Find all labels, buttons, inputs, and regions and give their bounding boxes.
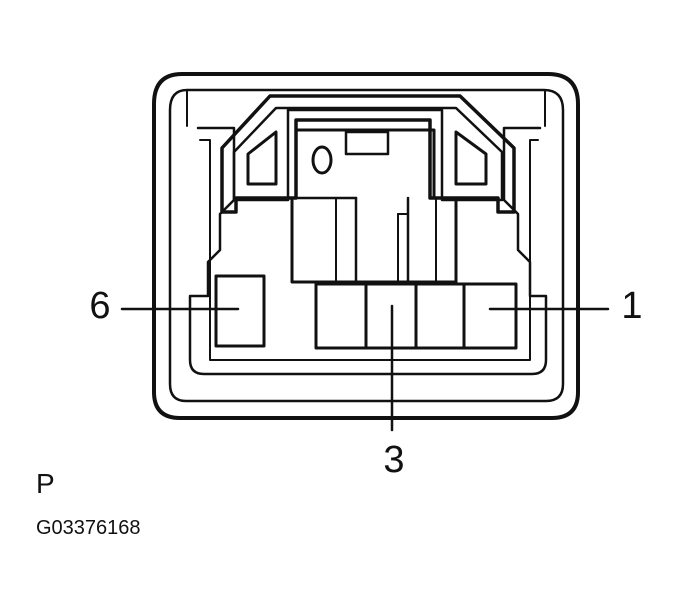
latch-window-right bbox=[454, 130, 488, 186]
connector-cavity-inner bbox=[199, 139, 539, 361]
latch-outer bbox=[220, 94, 516, 214]
connector-cavity bbox=[188, 126, 548, 376]
terminal-5 bbox=[314, 282, 368, 350]
terminal-3 bbox=[414, 282, 466, 350]
key-hole bbox=[311, 145, 333, 175]
latch-window-left bbox=[246, 130, 278, 186]
connector-key bbox=[290, 128, 458, 284]
pin-label-3: 3 bbox=[383, 439, 404, 481]
connector-housing-inner bbox=[168, 88, 565, 403]
latch-inner bbox=[232, 106, 504, 202]
pin-label-6: 6 bbox=[89, 285, 110, 327]
figure-code: G03376168 bbox=[36, 517, 141, 539]
terminal-6 bbox=[214, 274, 266, 348]
pin-label-1: 1 bbox=[621, 285, 642, 327]
connector-housing-outer bbox=[152, 72, 580, 420]
connector-letter: P bbox=[36, 468, 55, 499]
key-notch bbox=[344, 130, 390, 156]
terminal-1 bbox=[462, 282, 518, 350]
